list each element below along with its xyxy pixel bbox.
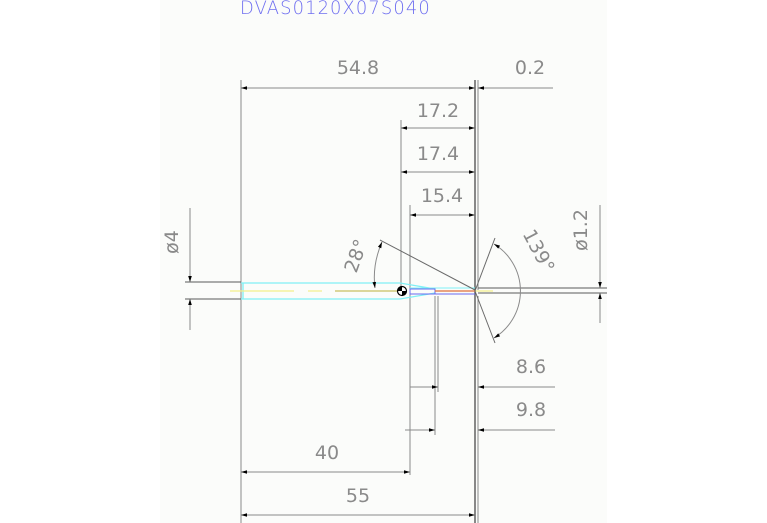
dimension-8-6: 8.6 bbox=[410, 356, 555, 389]
dimension-17-4: 17.4 bbox=[401, 143, 475, 174]
dimension-54-8: 54.8 bbox=[241, 57, 475, 90]
tool-body bbox=[230, 282, 493, 300]
dimension-angle-28: 28° bbox=[340, 236, 476, 291]
dim-text-diameter-1-2: ø1.2 bbox=[570, 209, 592, 251]
dim-text-angle-139: 139° bbox=[518, 226, 559, 277]
dim-text-17-2: 17.2 bbox=[417, 100, 459, 122]
dimension-9-8: 9.8 bbox=[405, 399, 555, 432]
dim-text-diameter-4: ø4 bbox=[161, 230, 183, 254]
dimension-55: 55 bbox=[241, 485, 475, 517]
dimension-angle-139: 139° bbox=[474, 226, 559, 344]
dim-text-17-4: 17.4 bbox=[417, 143, 459, 165]
dim-text-55: 55 bbox=[346, 485, 370, 507]
dimension-15-4: 15.4 bbox=[410, 185, 475, 217]
dim-text-angle-28: 28° bbox=[340, 236, 372, 275]
dimension-0-2: 0.2 bbox=[478, 57, 553, 90]
dim-text-8-6: 8.6 bbox=[516, 356, 546, 378]
dim-text-15-4: 15.4 bbox=[421, 185, 463, 207]
part-number-title: DVAS0120X07S040 bbox=[240, 0, 431, 19]
dim-text-0-2: 0.2 bbox=[515, 57, 545, 79]
dim-text-54-8: 54.8 bbox=[337, 57, 379, 79]
dimension-diameter-4: ø4 bbox=[161, 208, 241, 330]
dim-text-40: 40 bbox=[315, 442, 339, 464]
dim-text-9-8: 9.8 bbox=[516, 399, 546, 421]
dimension-17-2: 17.2 bbox=[401, 100, 475, 130]
dimension-40: 40 bbox=[241, 442, 410, 474]
extension-lines bbox=[240, 80, 479, 523]
